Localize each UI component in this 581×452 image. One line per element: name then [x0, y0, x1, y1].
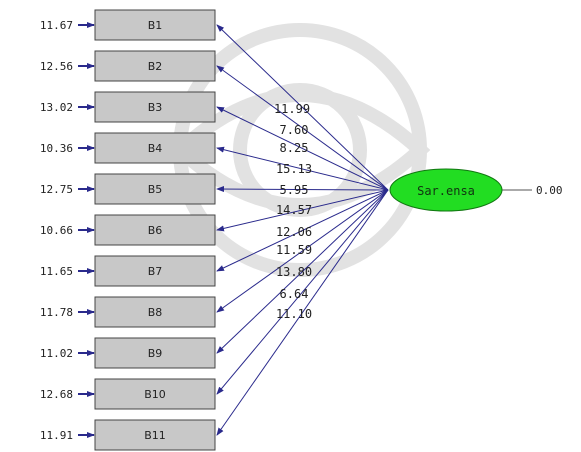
- loading-path: [216, 106, 389, 191]
- error-variance-label: 12.56: [40, 60, 73, 73]
- observed-variable-box[interactable]: [94, 255, 216, 287]
- observed-variable-box[interactable]: [94, 132, 216, 164]
- observed-variable-label: B8: [148, 306, 163, 319]
- observed-variable-box[interactable]: [94, 214, 216, 246]
- latent-variable-label: Sar.ensa: [417, 184, 475, 198]
- error-variance-label: 13.02: [40, 101, 73, 114]
- observed-variable-label: B4: [148, 142, 163, 155]
- error-variance-label: 11.91: [40, 429, 73, 442]
- loading-value-label: 5.95: [280, 183, 309, 197]
- latent-variable-ellipse[interactable]: [389, 168, 503, 212]
- loading-path: [216, 65, 389, 191]
- loading-value-label: 7.60: [280, 123, 309, 137]
- observed-variable-box[interactable]: [94, 50, 216, 82]
- observed-variable-label: B1: [148, 19, 163, 32]
- observed-variable-label: B7: [148, 265, 163, 278]
- error-variance-label: 11.78: [40, 306, 73, 319]
- error-variance-label: 12.68: [40, 388, 73, 401]
- loading-value-label: 11.10: [276, 307, 312, 321]
- observed-variable-box[interactable]: [94, 419, 216, 451]
- observed-variable-box[interactable]: [94, 296, 216, 328]
- error-variance-label: 12.75: [40, 183, 73, 196]
- loading-path: [216, 189, 389, 272]
- loading-value-label: 12.06: [276, 225, 312, 239]
- loading-value-label: 15.13: [276, 162, 312, 176]
- loading-path: [216, 189, 389, 313]
- loading-value-label: 8.25: [280, 141, 309, 155]
- observed-variable-label: B11: [144, 429, 166, 442]
- observed-variable-box[interactable]: [94, 337, 216, 369]
- loading-path: [216, 189, 389, 354]
- observed-variable-label: B9: [148, 347, 163, 360]
- loading-path: [216, 189, 389, 395]
- error-variance-label: 10.36: [40, 142, 73, 155]
- loading-value-label: 13.80: [276, 265, 312, 279]
- loading-value-label: 11.99: [274, 102, 310, 116]
- observed-variable-label: B10: [144, 388, 166, 401]
- observed-variable-label: B5: [148, 183, 163, 196]
- observed-variable-label: B6: [148, 224, 163, 237]
- loading-value-label: 6.64: [280, 287, 309, 301]
- observed-variable-box[interactable]: [94, 378, 216, 410]
- latent-variance-label: 0.00: [536, 184, 563, 197]
- error-variance-label: 11.67: [40, 19, 73, 32]
- observed-variable-label: B3: [148, 101, 163, 114]
- error-variance-label: 10.66: [40, 224, 73, 237]
- loading-path: [216, 189, 389, 232]
- loading-value-label: 14.57: [276, 203, 312, 217]
- observed-variable-box[interactable]: [94, 9, 216, 41]
- observed-variable-box[interactable]: [94, 173, 216, 205]
- loading-value-label: 11.59: [276, 243, 312, 257]
- error-variance-label: 11.02: [40, 347, 73, 360]
- loading-path: [216, 189, 389, 436]
- loading-path: [216, 186, 389, 193]
- observed-variable-box[interactable]: [94, 91, 216, 123]
- loading-path: [216, 146, 389, 191]
- error-variance-label: 11.65: [40, 265, 73, 278]
- loading-path: [216, 24, 389, 191]
- observed-variable-label: B2: [148, 60, 163, 73]
